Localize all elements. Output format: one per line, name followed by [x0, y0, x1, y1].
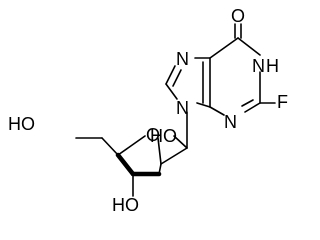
atom-label-carbonyl-oxygen: O [231, 6, 245, 26]
atom-label-n7: N [176, 49, 189, 69]
atom-label-hydroxyl-3prime: HO [112, 195, 139, 215]
bond-n9-c4 [196, 102, 211, 108]
atom-label-n1: N [252, 56, 265, 76]
carbonyl-group [234, 23, 242, 39]
bond-c8-n9 [165, 83, 178, 100]
ribose-ring [115, 135, 188, 177]
bond-o4prime-c4prime [117, 135, 146, 156]
bond-c4prime-c5prime [101, 137, 119, 156]
bond-n7-c8 [165, 65, 176, 85]
bond-c2prime-c3prime-connector [158, 163, 162, 175]
atom-label-hydroxyl-2prime: HO [150, 126, 177, 146]
atom-label-fluorine: F [277, 92, 288, 112]
bond-c4prime-c3prime-wedge [115, 152, 136, 177]
bond-c2-n3 [244, 102, 261, 113]
bond-n3-c4 [209, 106, 225, 116]
bond-n7-c8-double [172, 69, 182, 87]
bond-c6-n1 [237, 37, 261, 56]
atom-labels: O N N H N N F O HO HO HO [8, 6, 288, 215]
bond-c6-c5 [209, 37, 239, 59]
atom-label-n3: N [224, 112, 237, 132]
bond-c1prime-c2prime [160, 147, 188, 165]
bond-c2-n3-inner [241, 99, 254, 107]
imidazole-ring [165, 57, 211, 108]
purine-six-membered-ring [202, 37, 261, 116]
atom-label-hydroxyl-5prime: HO [8, 114, 35, 134]
bond-c2prime-o2prime [157, 137, 162, 165]
bond-c1prime-o4prime [173, 135, 188, 149]
ribose-substituents [75, 137, 162, 197]
atom-label-n1-hydrogen: H [266, 56, 279, 76]
atom-label-ring-oxygen: O [146, 125, 160, 145]
chemical-structure: O N N H N N F O HO HO HO [8, 6, 288, 215]
atom-label-n9: N [176, 98, 189, 118]
